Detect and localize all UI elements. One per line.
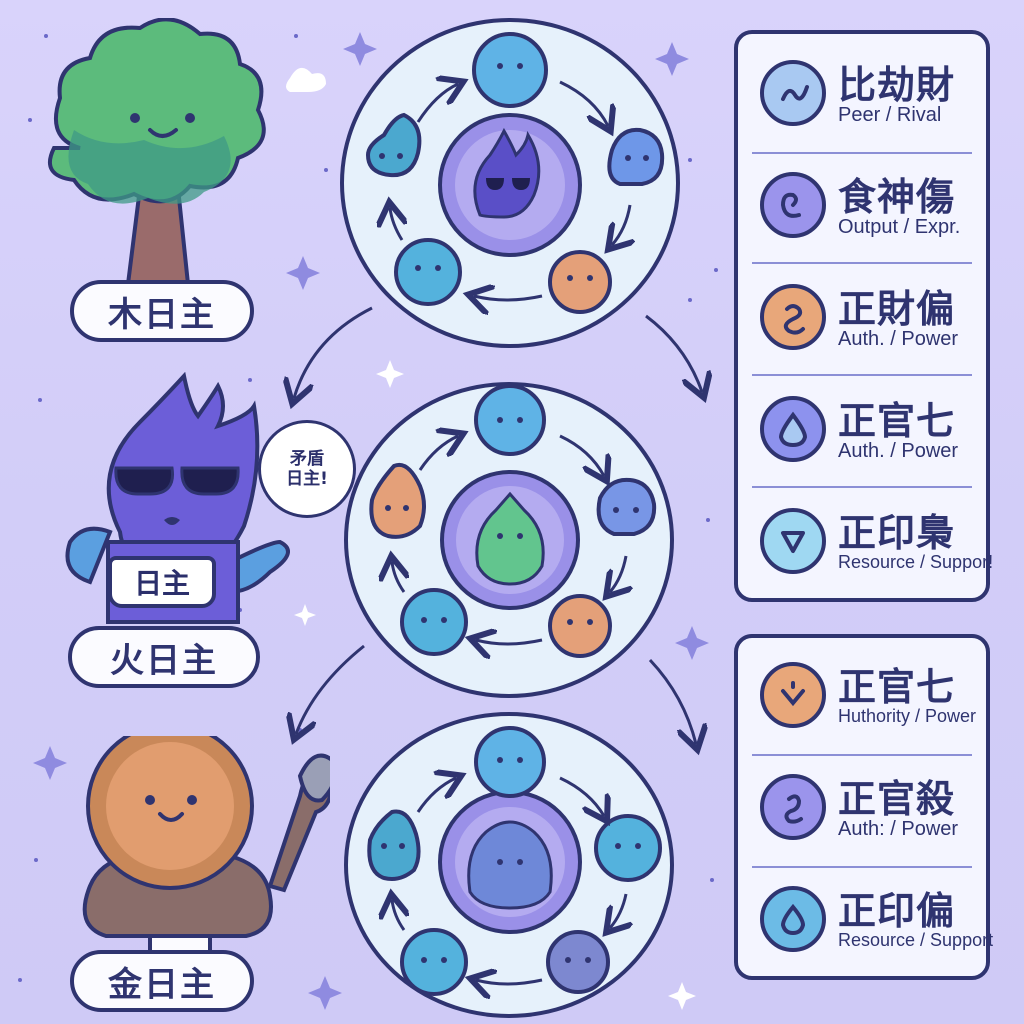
- row-subtitle: Auth. / Power: [838, 440, 959, 462]
- row-subtitle: Huthority / Power: [838, 706, 977, 726]
- sparkle-icon: [286, 256, 320, 290]
- panel-row: 正印梟 Resource / Suppor!: [738, 490, 993, 600]
- wave-icon: [760, 60, 826, 126]
- row-title: 正印梟: [838, 511, 956, 555]
- blob-icon: [400, 928, 468, 996]
- sparkle-icon: [668, 982, 696, 1010]
- panel-row: 正印偏 Resource / Support: [738, 868, 993, 978]
- wood-day-master-label: 木日主: [70, 280, 254, 342]
- row-title: 正印偏: [838, 889, 956, 933]
- panel-row: 食神傷 Output / Expr.: [738, 154, 986, 264]
- drop-icon: [760, 886, 826, 952]
- fire-shirt: 日主: [108, 556, 216, 608]
- row-subtitle: Resource / Suppor!: [838, 552, 994, 572]
- blob-icon: [607, 127, 665, 186]
- blob-icon: [472, 32, 548, 108]
- blob-icon: [474, 384, 546, 456]
- wood-core-icon: [475, 491, 545, 586]
- ten-gods-panel-top: 比劫財 Peer / Rival 食神傷 Output / Expr. 正財偏 …: [734, 30, 993, 602]
- sparkle-icon: [294, 604, 316, 626]
- sparkle-icon: [343, 32, 377, 66]
- divider: [752, 754, 972, 756]
- panel-row: 正財偏 Auth. / Power: [738, 266, 986, 376]
- divider: [752, 152, 972, 154]
- row-title: 正財偏: [838, 287, 956, 331]
- blob-icon: [394, 238, 462, 306]
- cycle-three: [367, 726, 662, 996]
- row-subtitle: Auth. / Power: [838, 328, 959, 350]
- sparkle-icon: [308, 976, 342, 1010]
- blob-icon: [367, 809, 421, 881]
- row-subtitle: Resource / Support: [838, 930, 994, 950]
- speech-bubble: 矛盾 日主!: [258, 420, 356, 518]
- blob-icon: [596, 477, 657, 536]
- spiral-icon: [760, 172, 826, 238]
- row-title: 比劫財: [838, 63, 956, 107]
- connector-arrows: [294, 306, 702, 744]
- blob-icon: [548, 594, 612, 658]
- blob-icon: [546, 930, 610, 994]
- fire-shirt-text: 日主: [133, 567, 190, 600]
- metal-character: [82, 736, 330, 956]
- water-core-icon: [467, 820, 553, 910]
- divider: [752, 374, 972, 376]
- row-title: 正官七: [838, 665, 956, 709]
- row-title: 食神傷: [838, 175, 956, 219]
- row-subtitle: Auth: / Power: [838, 818, 959, 840]
- blob-icon: [594, 814, 662, 882]
- panel-row: 正官七 Huthority / Power: [738, 644, 986, 754]
- divider: [752, 866, 972, 868]
- ten-gods-panel-bottom: 正官七 Huthority / Power 正官殺 Auth: / Power …: [734, 634, 993, 980]
- cloud-icon: [286, 67, 326, 92]
- blob-icon: [474, 726, 546, 798]
- knot-icon: [760, 284, 826, 350]
- wood-tree-character: [48, 18, 266, 286]
- blob-icon: [365, 112, 422, 178]
- panel-row: 比劫財 Peer / Rival: [738, 42, 986, 152]
- sparkle-icon: [655, 42, 689, 76]
- panel-row: 正官七 Auth. / Power: [738, 378, 986, 488]
- down-arrow-icon: [760, 662, 826, 728]
- speech-bubble-text: 矛盾 日主!: [286, 449, 328, 489]
- cycle-one: [365, 32, 665, 314]
- blob-icon: [369, 463, 426, 539]
- fire-day-master-label: 火日主: [68, 626, 260, 688]
- cycle-two: [369, 384, 657, 658]
- row-subtitle: Peer / Rival: [838, 104, 942, 126]
- sparkle-icon: [675, 626, 709, 660]
- row-subtitle: Output / Expr.: [838, 216, 961, 238]
- blob-icon: [400, 588, 468, 656]
- fire-core-icon: [473, 127, 541, 219]
- divider: [752, 486, 972, 488]
- triangle-icon: [760, 508, 826, 574]
- drop-icon: [760, 396, 826, 462]
- sparkle-icon: [33, 746, 67, 780]
- row-title: 正官殺: [838, 777, 956, 821]
- row-title: 正官七: [838, 399, 956, 443]
- sparkle-icon: [376, 360, 404, 388]
- divider: [752, 262, 972, 264]
- blob-icon: [548, 250, 612, 314]
- panel-row: 正官殺 Auth: / Power: [738, 756, 986, 866]
- knot-icon: [760, 774, 826, 840]
- metal-day-master-label: 金日主: [70, 950, 254, 1012]
